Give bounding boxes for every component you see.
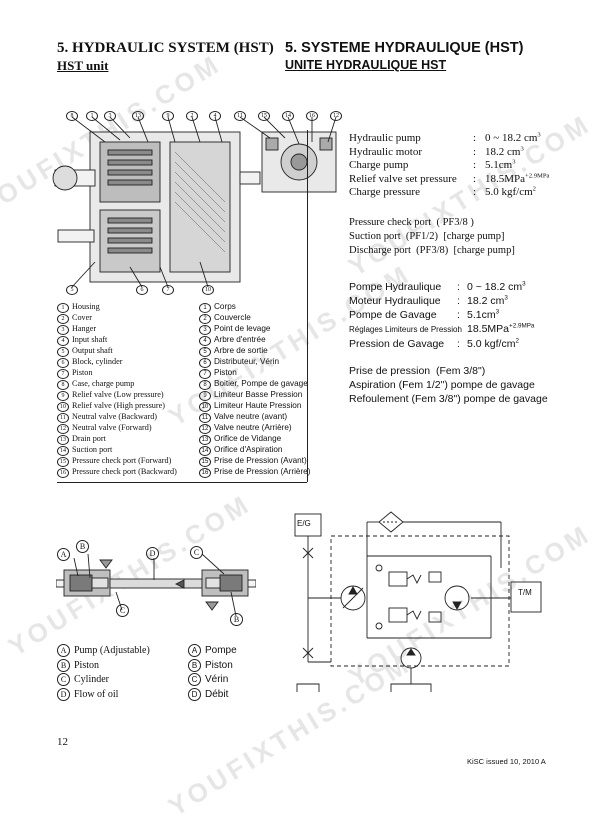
flow-label-a: A: [57, 548, 74, 563]
spec-row: Pompe Hydraulique:0 ~ 18.2 cm3: [349, 280, 526, 293]
flow-label-b: B: [76, 540, 93, 555]
section-title-en: 5. HYDRAULIC SYSTEM (HST): [57, 40, 274, 56]
callout-12: 12: [330, 110, 345, 121]
spec-row: Relief valve set pressure:18.5MPa+2.9MPa: [349, 172, 550, 185]
callout-11: 11: [234, 110, 249, 121]
callout-8: 8: [66, 110, 81, 121]
spec-row: Pompe de Gavage:5.1cm3: [349, 308, 500, 321]
callout-6: 6: [136, 284, 151, 295]
flow-label-b-lower: B: [230, 613, 247, 628]
callout-15: 15: [258, 110, 273, 121]
callout-1: 1: [86, 110, 101, 121]
page-number: 12: [57, 736, 68, 748]
schematic-engine-label: E/G: [297, 519, 311, 528]
specs-en: Hydraulic pump:0 ~ 18.2 cm3 Hydraulic mo…: [349, 132, 549, 200]
flow-label-c: C: [190, 546, 207, 561]
callout-13: 13: [132, 110, 147, 121]
specs-fr: Pompe Hydraulique:0 ~ 18.2 cm3 Moteur Hy…: [349, 280, 534, 351]
section-title-fr: 5. SYSTEME HYDRAULIQUE (HST): [285, 40, 524, 56]
ports-en: Pressure check port ( PF3/8 ) Suction po…: [349, 217, 515, 256]
callout-10: 10: [202, 284, 217, 295]
spec-row: Pression de Gavage:5.0 kgf/cm2: [349, 337, 519, 350]
hydraulic-schematic: [291, 508, 551, 705]
hst-unit-drawing: [50, 102, 350, 307]
callout-2: 2: [186, 110, 201, 121]
section-divider: [57, 482, 307, 483]
flow-label-c-lower: C: [116, 604, 133, 619]
ports-fr: Prise de pression (Fem 3/8") Aspiration …: [349, 365, 548, 405]
spec-row: Charge pressure:5.0 kgf/cm2: [349, 185, 536, 199]
callout-14: 14: [282, 110, 297, 121]
callout-3: 3: [104, 110, 119, 121]
callout-9: 9: [162, 110, 177, 121]
spec-row: Charge pump:5.1cm3: [349, 158, 516, 172]
callout-5: 5: [66, 284, 81, 295]
spec-row: Réglages Limiteurs de Pression:18.5MPa+2…: [349, 322, 535, 335]
flow-label-d: D: [146, 547, 163, 562]
spec-row: Hydraulic motor:18.2 cm3: [349, 144, 524, 158]
callout-16: 16: [306, 110, 321, 121]
issue-note: KiSC issued 10, 2010 A: [467, 757, 546, 766]
callout-4: 4: [209, 110, 224, 121]
section-subtitle-fr: UNITE HYDRAULIQUE HST: [285, 58, 447, 72]
spec-row: Moteur Hydraulique:18.2 cm3: [349, 294, 508, 307]
section-divider-vertical: [307, 130, 308, 482]
spec-row: Hydraulic pump:0 ~ 18.2 cm3: [349, 131, 541, 144]
section-subtitle-en: HST unit: [57, 58, 109, 73]
callout-7: 7: [162, 284, 177, 295]
schematic-transmission-label: T/M: [518, 588, 532, 597]
